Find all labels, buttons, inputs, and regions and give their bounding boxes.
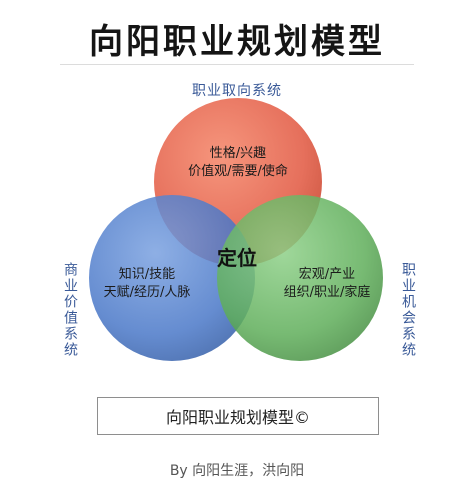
- circle-right-text: 宏观/产业 组织/职业/家庭: [272, 266, 382, 302]
- circle-right-line2: 组织/职业/家庭: [283, 285, 371, 300]
- center-positioning-label: 定位: [217, 246, 257, 270]
- model-name-box: 向阳职业规划模型©: [97, 397, 379, 435]
- circle-top-text: 性格/兴趣 价值观/需要/使命: [183, 145, 293, 181]
- circle-top-line1: 性格/兴趣: [209, 146, 267, 161]
- title-divider: [60, 64, 414, 65]
- author-byline: By 向阳生涯，洪向阳: [169, 463, 305, 479]
- circle-career-opportunity: [217, 195, 383, 361]
- page-title: 向阳职业规划模型: [89, 22, 385, 62]
- circle-left-text: 知识/技能 天赋/经历/人脉: [92, 266, 202, 302]
- circle-top-line2: 价值观/需要/使命: [188, 164, 288, 179]
- label-career-orientation: 职业取向系统: [192, 83, 282, 99]
- circle-left-line1: 知识/技能: [118, 267, 176, 282]
- label-career-opportunity: 职业机会系统: [400, 262, 416, 358]
- circle-business-value: [89, 195, 255, 361]
- circle-right-line1: 宏观/产业: [298, 267, 356, 282]
- label-business-value: 商业价值系统: [62, 262, 78, 358]
- circle-left-line2: 天赋/经历/人脉: [103, 285, 191, 300]
